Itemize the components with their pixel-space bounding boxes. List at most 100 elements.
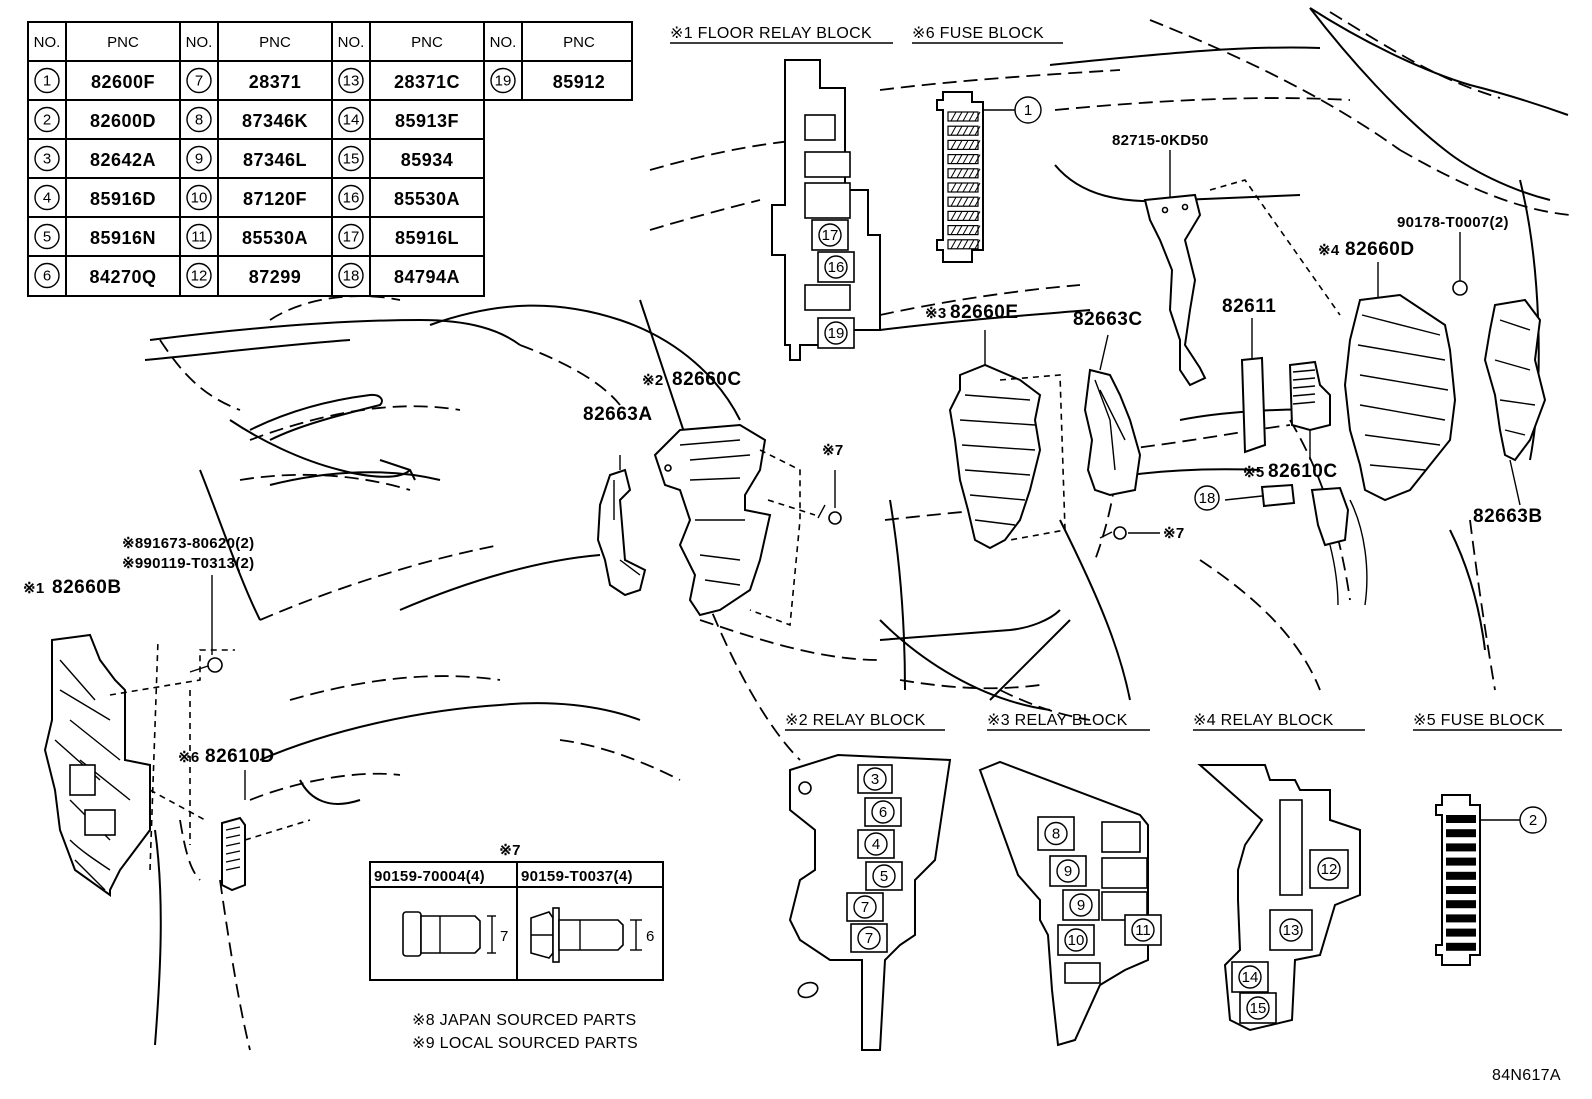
relay4-callout-num: 12 <box>1317 857 1341 881</box>
fuse5-callout-text: 2 <box>1529 812 1537 829</box>
relay2-callout: 4 <box>857 829 895 859</box>
relay2-callout-num: 7 <box>853 895 877 919</box>
callout-18: 18 <box>1194 485 1220 511</box>
fuse-box-upper <box>1288 360 1331 460</box>
label-82663A: 82663A <box>583 404 653 425</box>
relay2-callout-num-text: 4 <box>872 836 880 853</box>
relay2-callout: 5 <box>865 861 903 891</box>
bolt-dim2: 6 <box>646 928 654 945</box>
relay2-callout-num-text: 7 <box>865 930 873 947</box>
label-891673: ※891673-80620(2) <box>122 535 254 552</box>
label-82660D-mark: ※4 <box>1318 242 1340 259</box>
relay2-callout: 3 <box>857 764 893 794</box>
label-82610D-mark: ※6 <box>178 749 200 766</box>
relay3-callout: 9 <box>1062 889 1100 921</box>
relay3-callout-num: 8 <box>1044 821 1068 846</box>
label-82663B: 82663B <box>1473 506 1543 527</box>
floor-relay-block-title: ※1 FLOOR RELAY BLOCK <box>670 25 872 42</box>
relay2-callout: 7 <box>846 892 884 922</box>
table-header-pnc: PNC <box>259 34 291 51</box>
connector-18 <box>1224 483 1368 606</box>
table-row-no-text: 16 <box>343 190 360 207</box>
relay-block-82660C <box>653 423 816 627</box>
relay2-callout-num-text: 3 <box>871 771 879 788</box>
table-row-pnc: 85530A <box>394 189 460 209</box>
relay4-callout-num-text: 14 <box>1242 969 1259 986</box>
bracket-82663B <box>1483 298 1547 506</box>
relay3-callout-num-text: 10 <box>1068 932 1085 949</box>
nut-90178 <box>1452 232 1468 296</box>
relay2-callout: 6 <box>864 797 902 827</box>
label-82660D: 82660D <box>1345 239 1415 260</box>
relay3-callout-num: 9 <box>1056 859 1080 883</box>
table-row-no: 7 <box>186 67 212 94</box>
table-row-pnc: 82642A <box>90 150 156 170</box>
floor-relay-callout-text: 16 <box>828 259 845 276</box>
note-japan-sourced: ※8 JAPAN SOURCED PARTS <box>412 1012 637 1029</box>
table-row-no-text: 6 <box>43 268 51 285</box>
table-row-no-text: 9 <box>195 151 203 168</box>
label-82660E: 82660E <box>950 302 1019 323</box>
relay-block-82660E <box>948 330 1066 550</box>
table-row-no-text: 10 <box>191 190 208 207</box>
table-row-no: 6 <box>34 262 60 289</box>
table-header-pnc: PNC <box>107 34 139 51</box>
label-82660C: 82660C <box>672 369 742 390</box>
table-header-no: NO. <box>186 34 213 51</box>
table-header-pnc: PNC <box>411 34 443 51</box>
bolt-table-col1: 90159-70004(4) <box>374 868 485 885</box>
table-row-no: 15 <box>338 145 364 172</box>
table-row-no-text: 13 <box>343 73 360 90</box>
table-row-no: 2 <box>34 106 60 133</box>
relay4-callout: 12 <box>1309 849 1349 889</box>
table-row-pnc: 82600F <box>91 72 155 92</box>
table-row-no-text: 15 <box>343 151 360 168</box>
relay2-callout-num: 3 <box>863 767 887 791</box>
table-row-pnc: 85912 <box>553 72 606 92</box>
label-82660C-mark: ※2 <box>642 372 664 389</box>
note-local-sourced: ※9 LOCAL SOURCED PARTS <box>412 1035 638 1052</box>
label-990119: ※990119-T0313(2) <box>122 555 254 572</box>
table-row-no-text: 17 <box>343 229 360 246</box>
relay3-callout-num-text: 9 <box>1077 897 1085 914</box>
table-header-no: NO. <box>490 34 517 51</box>
table-row-pnc: 85916L <box>395 228 459 248</box>
table-row-pnc: 28371 <box>249 72 302 92</box>
relay2-callout: 7 <box>850 923 888 953</box>
table-row-pnc: 87346K <box>242 111 308 131</box>
relay4-callout-num-text: 13 <box>1283 922 1300 939</box>
table-row-no: 8 <box>186 106 212 133</box>
table-row-no-text: 7 <box>195 73 203 90</box>
floor-relay-callout-text: 19 <box>828 325 845 342</box>
bolt-70004-drawing: 7 <box>402 911 508 957</box>
table-row-no-text: 14 <box>343 112 360 129</box>
table-row-pnc: 84794A <box>394 267 460 287</box>
relay-block-2-title: ※2 RELAY BLOCK <box>785 712 926 729</box>
bracket-82663A <box>596 455 647 597</box>
table-row-no: 13 <box>338 67 364 94</box>
label-82611: 82611 <box>1222 296 1276 317</box>
floor-relay-callout: 16 <box>824 255 848 279</box>
label-7a: ※7 <box>822 442 844 459</box>
relay-block-3-title: ※3 RELAY BLOCK <box>987 712 1128 729</box>
table-row-no-text: 4 <box>43 190 51 207</box>
relay3-callout-num: 9 <box>1069 893 1093 917</box>
table-row-pnc: 84270Q <box>89 267 156 287</box>
bolt-table-col2: 90159-T0037(4) <box>521 868 633 885</box>
relay4-callout: 13 <box>1269 909 1313 951</box>
table-row-no-text: 3 <box>43 151 51 168</box>
fuse6-callout-text: 1 <box>1024 102 1032 119</box>
fuse6-callout: 1 <box>1014 96 1042 124</box>
fuse-block-6: ※6 FUSE BLOCK 1 <box>912 25 1063 263</box>
table-row-pnc: 87299 <box>249 267 302 287</box>
bolt-dim1: 7 <box>500 928 508 945</box>
relay3-callout-num: 10 <box>1064 928 1088 952</box>
label-82660B: 82660B <box>52 577 122 598</box>
relay2-callout-num-text: 6 <box>879 804 887 821</box>
table-row-no: 11 <box>186 223 212 250</box>
relay2-callout-num-text: 5 <box>880 868 888 885</box>
